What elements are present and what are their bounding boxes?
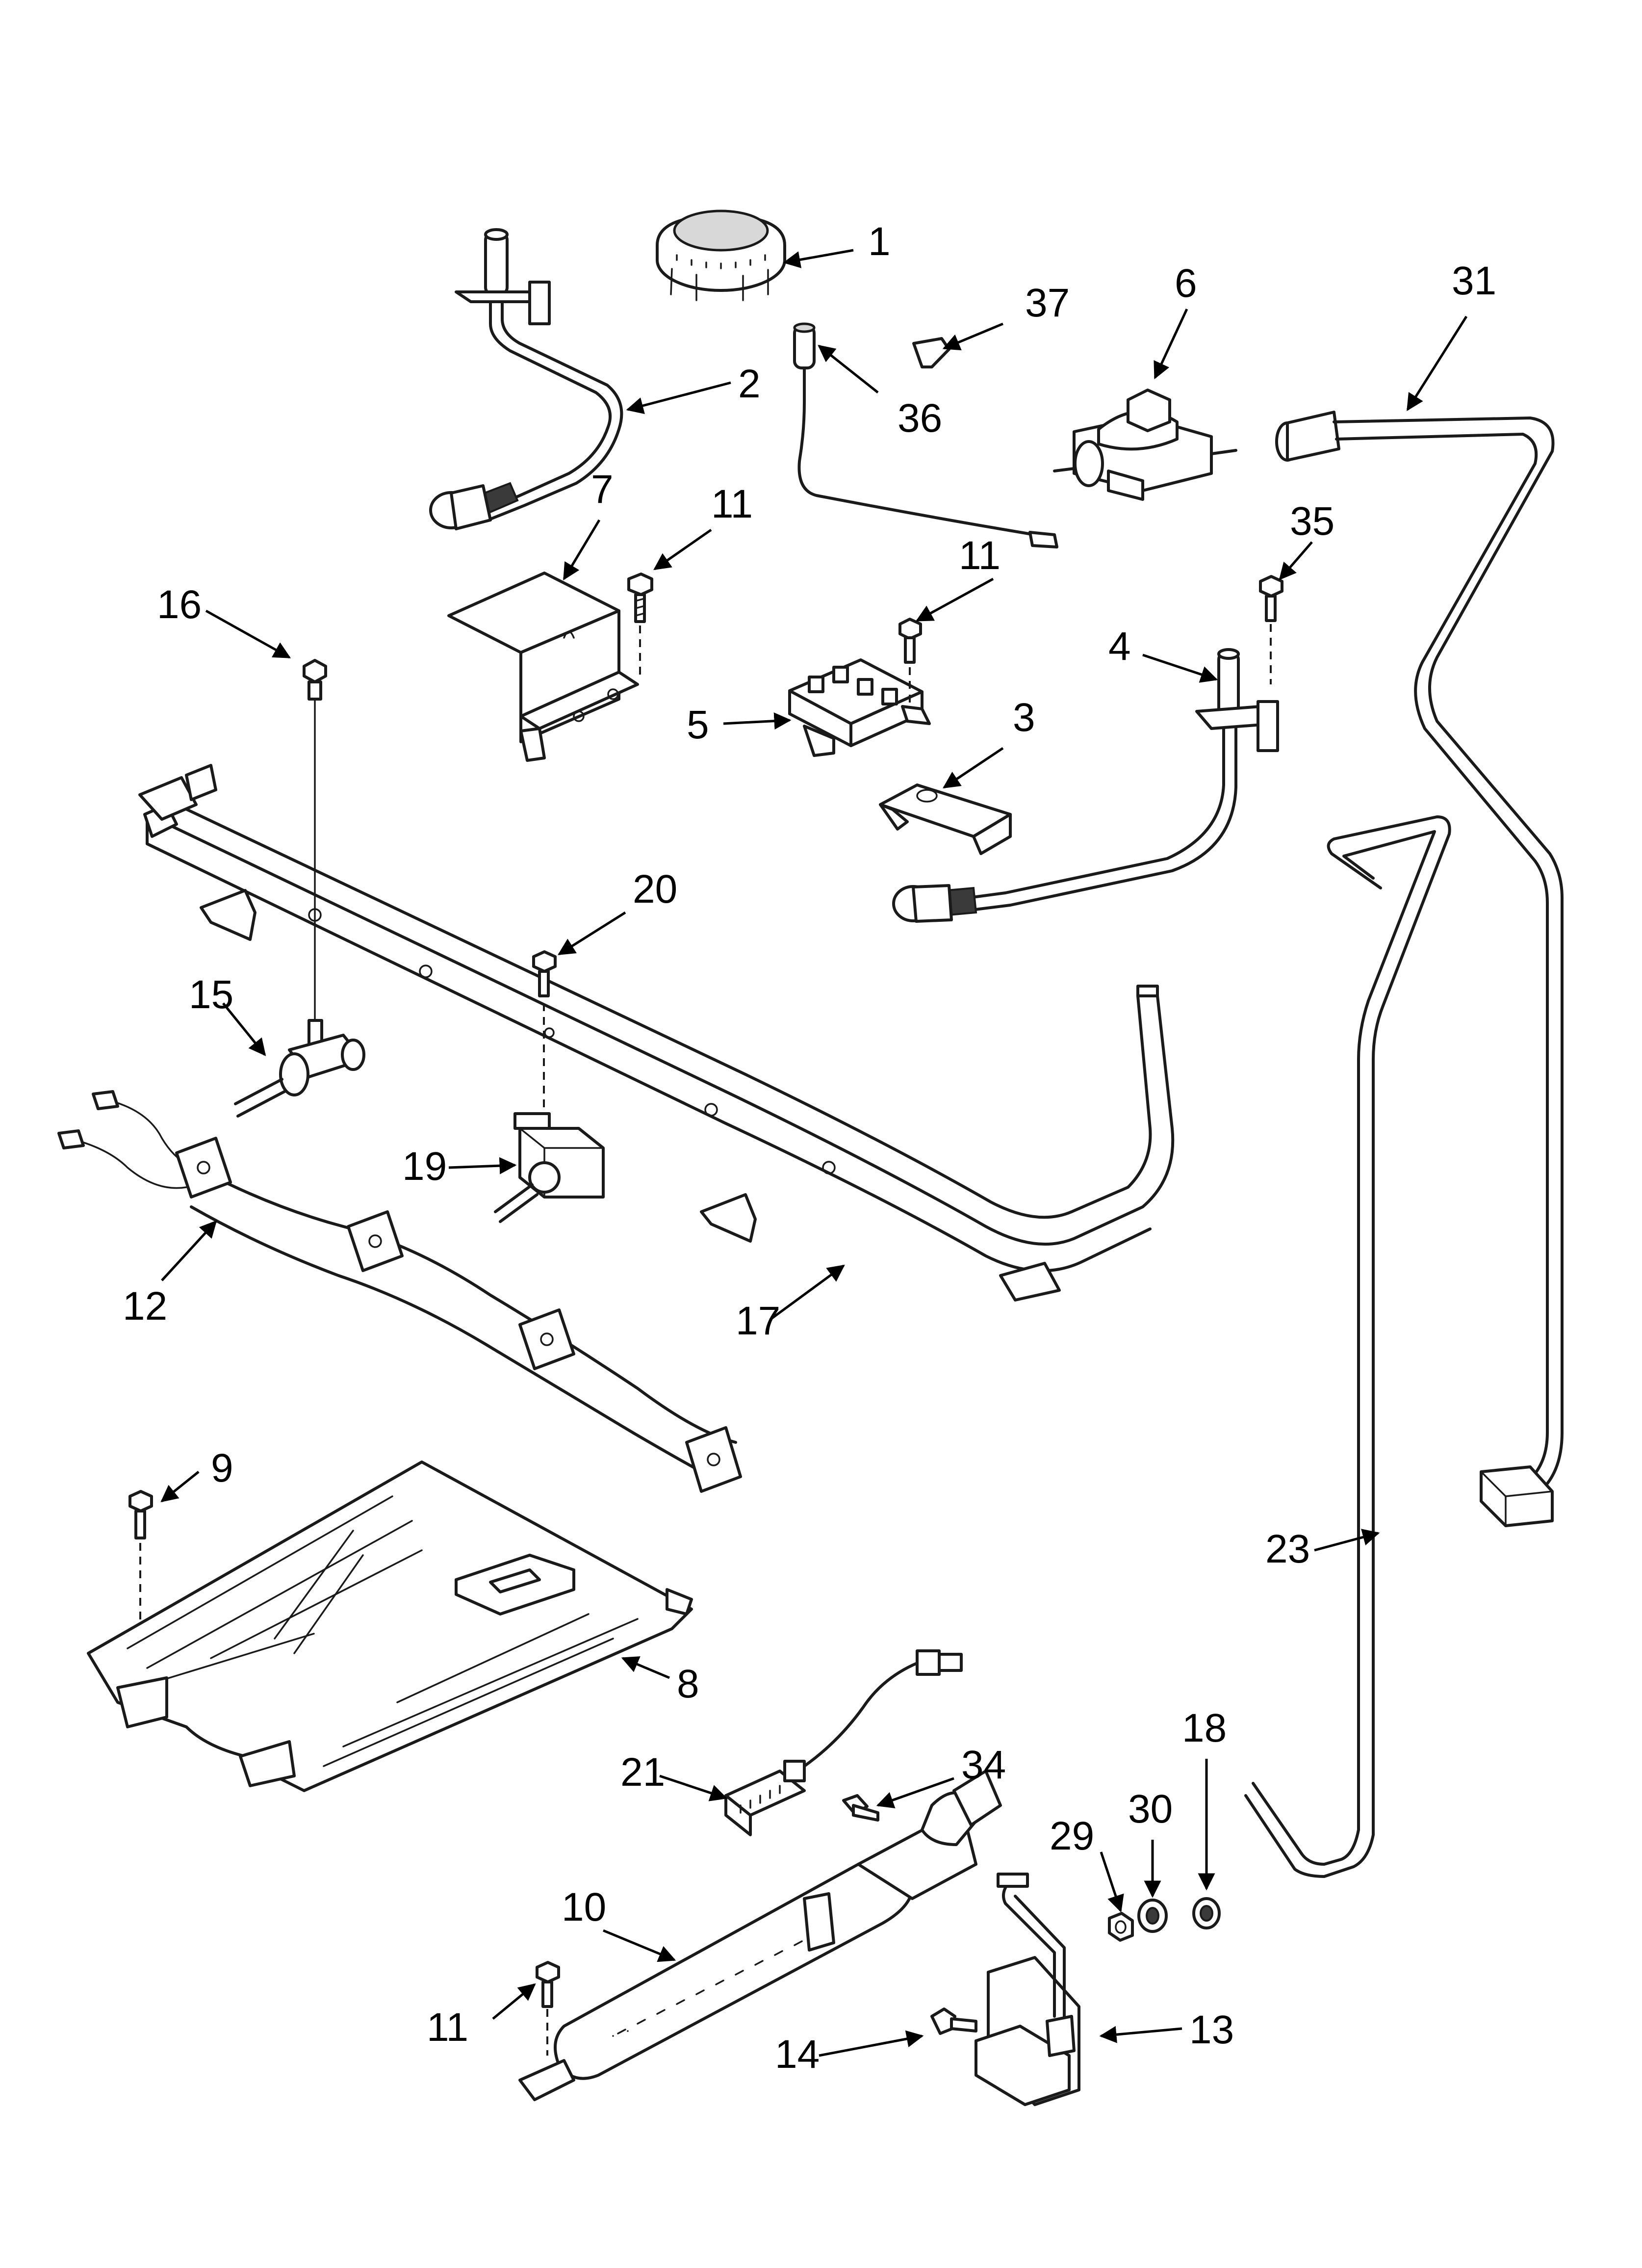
callout-37: 37	[1025, 281, 1070, 325]
callout-10: 10	[562, 1885, 606, 1929]
callout-21: 21	[620, 1750, 665, 1795]
part-23-pipe	[1244, 815, 1451, 1878]
part-11-screw-lower	[536, 1961, 560, 2056]
part-30-fitting	[1137, 1899, 1168, 1933]
callout-11-lower: 11	[427, 2005, 468, 2050]
part-35-screw	[1259, 575, 1283, 684]
part-7-shield	[447, 572, 639, 762]
callout-35: 35	[1290, 499, 1334, 544]
part-5-spark-module	[788, 658, 931, 757]
callout-31: 31	[1452, 259, 1496, 303]
part-29-nut	[1108, 1912, 1134, 1942]
callout-3: 3	[1013, 695, 1035, 740]
callout-20: 20	[633, 867, 677, 912]
callout-9: 9	[211, 1446, 233, 1490]
part-6-regulator	[1053, 389, 1237, 501]
callout-19: 19	[402, 1144, 447, 1189]
part-8-floor-panel	[87, 1460, 693, 1792]
callout-4: 4	[1108, 624, 1131, 669]
part-11-screw-middle	[898, 618, 922, 704]
part-31-gas-pipe	[1275, 411, 1564, 1527]
part-16-bolt	[303, 659, 327, 1021]
callout-7: 7	[591, 467, 614, 512]
part-1-burner-head	[656, 209, 786, 301]
part-19-switch	[494, 1112, 605, 1223]
part-37-clip	[912, 337, 950, 368]
callout-labels: 1 2 3 4 5 6 7 8 9 10 11 11 11 12 13 14 1…	[123, 219, 1496, 2077]
part-18-fitting	[1192, 1897, 1221, 1929]
part-14-screw	[930, 2007, 977, 2035]
part-2-burner-tube	[429, 228, 623, 530]
part-12-harness	[57, 1090, 742, 1493]
callout-8: 8	[677, 1662, 699, 1706]
callout-18: 18	[1182, 1706, 1227, 1750]
callout-29: 29	[1050, 1814, 1094, 1858]
callout-36: 36	[898, 396, 942, 441]
callout-11-upper: 11	[711, 482, 753, 526]
callout-23: 23	[1265, 1527, 1310, 1571]
callout-12: 12	[123, 1284, 167, 1329]
part-13-bracket	[975, 1873, 1080, 2106]
part-10-oven-burner	[518, 1770, 1002, 2101]
part-4-burner-tube	[892, 648, 1279, 923]
part-11-screw-upper	[627, 573, 653, 675]
callout-2: 2	[738, 362, 761, 406]
part-15-valve	[234, 1019, 365, 1118]
part-34-screw	[842, 1794, 879, 1822]
callout-34: 34	[961, 1743, 1006, 1787]
part-3-bracket	[879, 783, 1012, 855]
callout-1: 1	[868, 219, 891, 264]
callout-16: 16	[157, 582, 202, 627]
callout-leaders	[160, 249, 1468, 2057]
callout-13: 13	[1189, 2007, 1234, 2052]
callout-15: 15	[189, 972, 233, 1017]
callout-14: 14	[775, 2032, 820, 2077]
callout-30: 30	[1128, 1787, 1173, 1831]
part-21-igniter	[724, 1649, 963, 1836]
callout-11-middle: 11	[959, 533, 1001, 578]
part-9-screw	[128, 1490, 153, 1653]
part-17-manifold	[138, 764, 1175, 1302]
part-36-electrode	[793, 322, 1058, 548]
callout-5: 5	[687, 703, 709, 747]
callout-17: 17	[736, 1299, 780, 1343]
callout-6: 6	[1175, 261, 1197, 306]
